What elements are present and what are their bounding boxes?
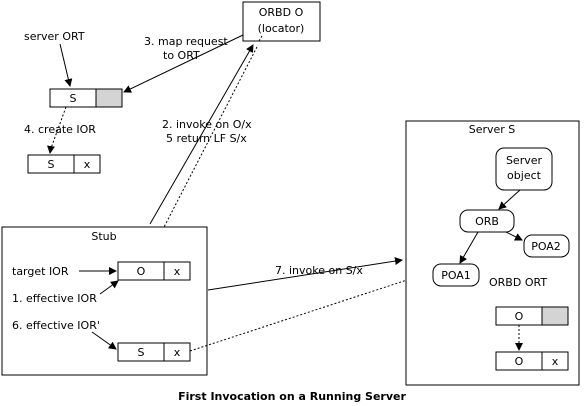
ort-s-value: S	[70, 92, 77, 105]
figure-caption: First Invocation on a Running Server	[178, 390, 406, 403]
poa2-node: POA2	[523, 234, 570, 258]
effective-ior2-label: 6. effective IOR'	[12, 319, 100, 332]
invoke-server-arrow	[207, 257, 403, 291]
created-ior-cell: S x	[27, 154, 101, 174]
return-locator-tip	[258, 35, 263, 42]
invoke-server-label: 7. invoke on S/x	[275, 264, 363, 277]
target-ior-label: target IOR	[12, 265, 69, 278]
create-ior-label: 4. create IOR	[24, 123, 96, 136]
poa1-node: POA1	[432, 263, 480, 287]
effective-ior-label: 1. effective IOR	[12, 292, 97, 305]
orb-to-poa2-arrow	[505, 231, 523, 241]
eff-x-value: x	[174, 346, 181, 359]
server-object-node: Server object	[495, 147, 553, 191]
server-ort-cell: S	[49, 88, 123, 108]
orb-label: ORB	[475, 215, 499, 228]
invoke-label-2: 5 return LF S/x	[166, 132, 247, 145]
effective-ior-arrow	[99, 280, 119, 295]
create-ior-arrowhead	[47, 145, 55, 154]
target-ior-cell: O x	[117, 261, 191, 281]
orbd-locator-label: (locator)	[258, 22, 305, 35]
stub-title: Stub	[91, 230, 116, 243]
invoke-server-dotted	[189, 279, 408, 352]
poa2-label: POA2	[531, 240, 561, 253]
orbd-ort-label: ORBD ORT	[489, 276, 547, 289]
orb-node: ORB	[459, 209, 515, 233]
effective-ior2-arrow	[91, 331, 117, 350]
eff-s-value: S	[138, 346, 145, 359]
new-ior-cell: O x	[495, 351, 569, 371]
server-ort-label: server ORT	[24, 30, 85, 43]
poa1-label: POA1	[441, 269, 471, 282]
ior-x-value: x	[84, 158, 91, 171]
invoke-locator-arrow	[149, 44, 254, 225]
orbd-o-value: O	[515, 310, 524, 323]
object-to-orb-arrow	[498, 189, 521, 210]
orbd-label: ORBD O	[259, 6, 304, 19]
new-o-value: O	[515, 355, 524, 368]
server-object-line2: object	[507, 169, 542, 182]
server-ort-arrow	[59, 43, 73, 87]
ior-s-value: S	[48, 158, 55, 171]
map-request-arrow	[123, 34, 244, 93]
server-object-line1: Server	[506, 154, 543, 167]
orbd-locator-box: ORBD O (locator)	[242, 1, 321, 42]
map-request-label-1: 3. map request	[144, 35, 228, 48]
new-x-value: x	[552, 355, 559, 368]
orbd-ort-cell: O	[495, 306, 569, 326]
server-title: Server S	[469, 123, 516, 136]
return-locator-dotted	[145, 44, 259, 263]
target-x-value: x	[174, 265, 181, 278]
map-request-label-2: to ORT	[163, 49, 200, 62]
orb-to-poa1-arrow	[459, 231, 479, 264]
target-o-value: O	[137, 265, 146, 278]
effective-ior-cell: S x	[117, 342, 191, 362]
